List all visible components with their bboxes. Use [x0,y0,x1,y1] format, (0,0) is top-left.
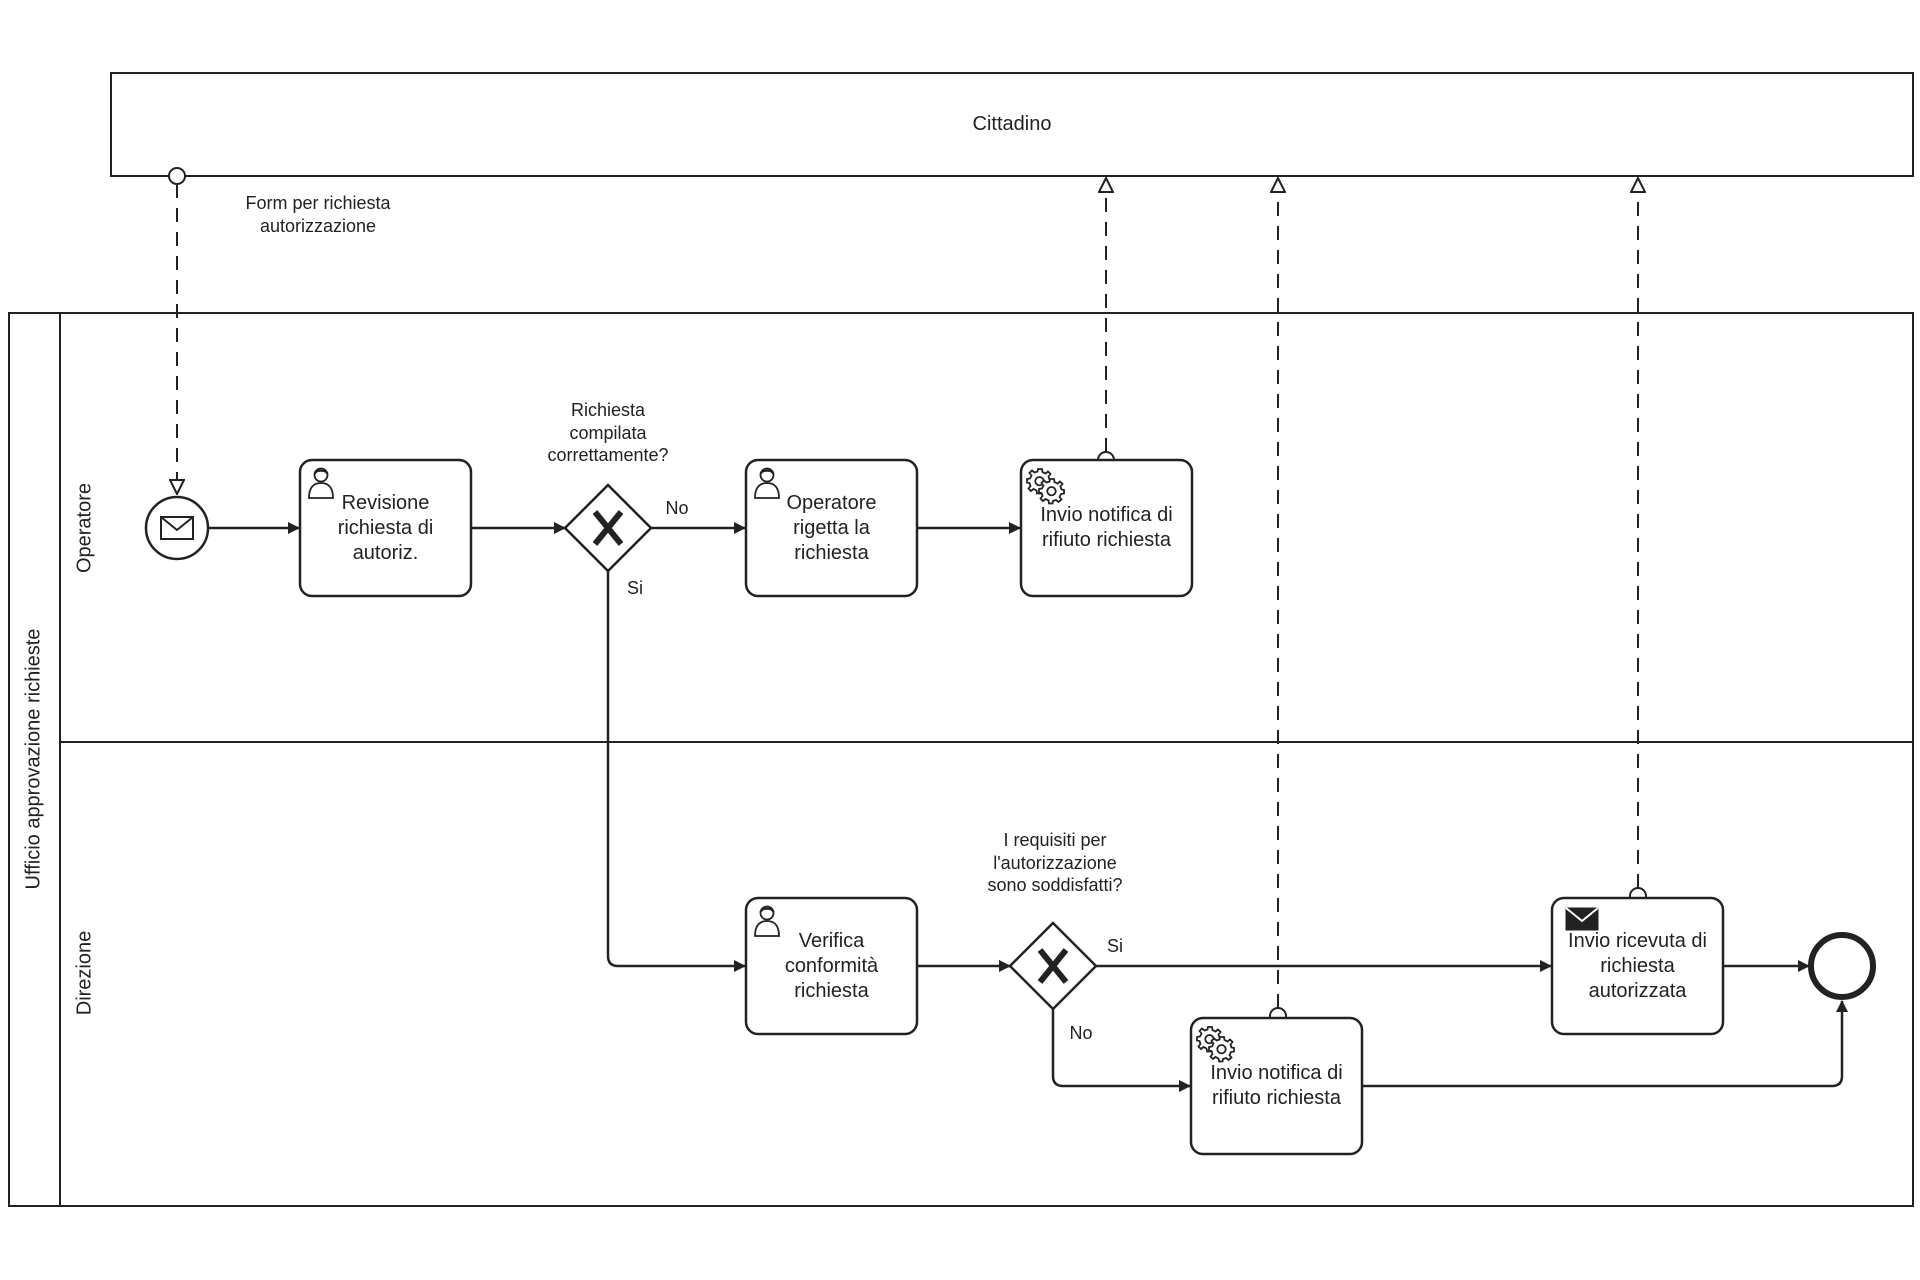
task-operator-reject-label: Operatore rigetta la richiesta [786,491,877,564]
sequence-flow-gw1-yes [606,571,746,972]
gateway-x-icon [592,510,624,546]
gateway-1[interactable] [563,483,653,573]
gateway-1-label-yes: Si [626,578,643,598]
gateway-2-question: I requisiti per l'autorizzazione sono so… [987,830,1123,895]
gateway-2[interactable] [1008,921,1098,1011]
task-verify[interactable] [744,896,919,1036]
task-notify-reject-1-label: Invio notifica di rifiuto richiesta [1040,504,1173,551]
envelope-filled-icon [1565,907,1599,931]
task-review-label: Revisione richiesta di autoriz. [337,491,434,564]
pool-title-citizen: Cittadino [972,113,1052,135]
lane-title-direction: Direzione [73,930,96,1016]
gateway-x-icon [1037,948,1069,984]
sequence-flow-gw2-no [1051,1009,1191,1092]
task-send-receipt[interactable] [1550,896,1725,1036]
gateway-1-question: Richiesta compilata correttamente? [547,400,669,465]
message-flow-label-form: Form per richiesta autorizzazione [245,193,391,236]
task-verify-label: Verifica conformità richiesta [784,929,879,1002]
end-circle-icon[interactable] [1808,932,1876,1000]
task-operator-reject[interactable] [744,458,919,598]
pool-citizen [110,72,1914,177]
gateway-2-label-no: No [1069,1023,1093,1043]
lane-title-operator: Operatore [73,482,96,574]
pool-office [8,312,1914,1207]
task-notify-reject-2-label: Invio notifica di rifiuto richiesta [1210,1062,1343,1109]
message-flow-source-form [168,167,186,185]
task-review[interactable] [298,458,473,598]
task-send-receipt-label: Invio ricevuta di richiesta autorizzata [1568,929,1707,1002]
pool-title-office: Ufficio approvazione richieste [22,628,45,890]
gateway-2-label-yes: Si [1106,936,1123,956]
envelope-icon [160,516,194,540]
gateway-1-label-no: No [665,498,689,518]
sequence-flow-notify-end [1362,1000,1848,1088]
